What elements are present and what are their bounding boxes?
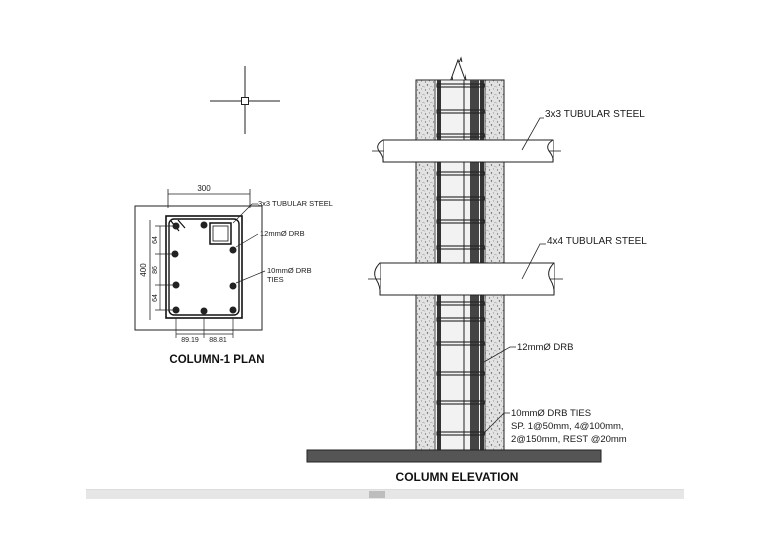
tie-stirrup [436,219,485,224]
elevation-label-tubular-4x4: 4x4 TUBULAR STEEL [547,236,647,247]
elevation-label-ties-3: 2@150mm, REST @20mm [511,434,627,445]
elevation-label-tubular-3x3: 3x3 TUBULAR STEEL [545,109,645,120]
tie-stirrup [436,171,485,176]
tie-stirrup [436,133,485,138]
elevation-ties [436,83,485,436]
plan-leaders [232,203,266,284]
plan-bottom-dims: 89.19 88.81 [175,318,234,344]
elevation-leaders [483,117,546,434]
plan-dim-86: 86 [152,266,159,274]
elevation-slab-upper [372,139,561,163]
tie-stirrup [436,371,485,376]
tie-stirrup [436,245,485,250]
plan-tubular-steel [209,222,232,245]
plan-dim-64-top: 64 [152,236,159,244]
plan-label-drb: 12mmØ DRB [260,229,305,238]
tie-stirrup [436,341,485,346]
plan-inner-dims: 64 86 64 [152,225,176,311]
plan-outer-outline [134,205,263,331]
plan-tie [168,218,240,316]
tie-stirrup [436,301,485,306]
plan-dim-bottom-right: 88.81 [209,337,227,344]
tie-stirrup [436,400,485,405]
crosshair-cursor-icon [210,66,280,134]
tie-stirrup [436,431,485,436]
plan-dim-width-text: 300 [197,184,211,193]
tie-stirrup [436,109,485,114]
plan-label-ties-2: TIES [267,275,284,284]
elevation-slab-lower [368,262,563,296]
plan-dim-width: 300 [167,184,251,208]
elevation-label-ties-2: SP. 1@50mm, 4@100mm, [511,421,624,432]
column-plan: 300 400 [134,184,333,366]
plan-title: COLUMN-1 PLAN [169,354,264,366]
column-elevation: 3x3 TUBULAR STEEL 4x4 TUBULAR STEEL 12mm… [306,56,647,484]
plan-dim-64-bottom: 64 [152,294,159,302]
elevation-label-ties-1: 10mmØ DRB TIES [511,408,591,419]
plan-dim-bottom-left: 89.19 [181,337,199,344]
elevation-footing [306,449,602,463]
scrollbar-thumb[interactable] [369,491,385,498]
horizontal-scrollbar[interactable] [86,489,684,499]
tie-stirrup [436,317,485,322]
plan-dim-height-text: 400 [139,263,148,277]
plan-label-ties-1: 10mmØ DRB [267,266,312,275]
elevation-title: COLUMN ELEVATION [396,470,519,484]
plan-dim-height: 400 [139,220,151,320]
plan-label-tubular: 3x3 TUBULAR STEEL [258,199,333,208]
tie-stirrup [436,83,485,88]
tie-stirrup [436,196,485,201]
elevation-label-drb: 12mmØ DRB [517,342,573,353]
